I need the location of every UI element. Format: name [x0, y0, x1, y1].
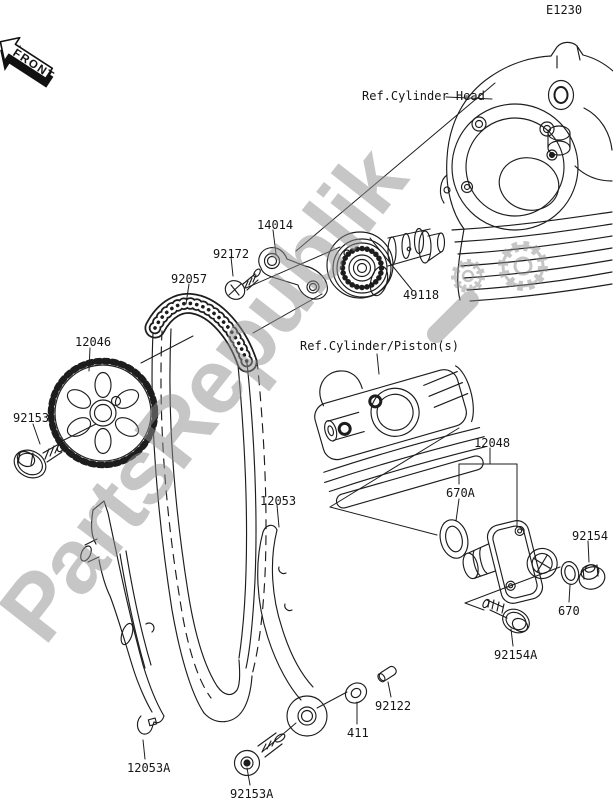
part-label-12048: 12048: [474, 436, 511, 450]
part-label-92153a: 92153A: [230, 787, 274, 800]
ref-cylinder-head-label: Ref.Cylinder Head: [362, 89, 485, 103]
part-label-92153: 92153: [13, 411, 50, 425]
part-label-12046: 12046: [75, 335, 112, 349]
pin-drawing-92122: [377, 665, 397, 683]
screw-drawing-92172: [224, 268, 261, 300]
part-label-670a: 670A: [446, 486, 475, 500]
part-label-92172: 92172: [213, 247, 250, 261]
part-label-92154a: 92154A: [494, 648, 538, 662]
part-label-670: 670: [558, 604, 580, 618]
pointer-lines: [245, 82, 561, 753]
cap-nut-drawing-92154: [578, 564, 606, 590]
cylinder-head-drawing: [439, 41, 613, 302]
bolt-drawing-92153: [13, 441, 66, 479]
part-label-49118: 49118: [403, 288, 440, 302]
cylinder-piston-drawing: [314, 365, 486, 509]
cam-chain-drawing: [144, 292, 267, 723]
leader-lines: [32, 96, 590, 786]
bolt-drawing-92154a: [482, 598, 530, 634]
chain-guide-drawing-12053a: [80, 500, 165, 735]
bolt-drawing-92153a: [233, 732, 286, 777]
part-label-12053a: 12053A: [127, 761, 171, 775]
oring-drawing-670: [560, 561, 580, 585]
washer-drawing-411: [344, 682, 368, 704]
page-code: E1230: [546, 3, 583, 17]
part-label-92057: 92057: [171, 272, 208, 286]
sprocket-drawing: [47, 357, 159, 469]
tensioner-drawing: [462, 520, 558, 604]
part-label-14014: 14014: [257, 218, 294, 232]
chain-guide-plate-drawing: [258, 246, 328, 300]
camshaft-drawing: [326, 227, 446, 299]
oring-drawing-670a: [439, 519, 469, 559]
front-direction-marker: FRONT: [0, 36, 57, 88]
part-label-12053: 12053: [260, 494, 297, 508]
ref-cylinder-piston-label: Ref.Cylinder/Piston(s): [300, 339, 459, 353]
part-label-411: 411: [347, 726, 369, 740]
chain-guide-drawing-12053: [257, 524, 328, 737]
part-label-92122: 92122: [375, 699, 412, 713]
part-label-92154: 92154: [572, 529, 609, 543]
